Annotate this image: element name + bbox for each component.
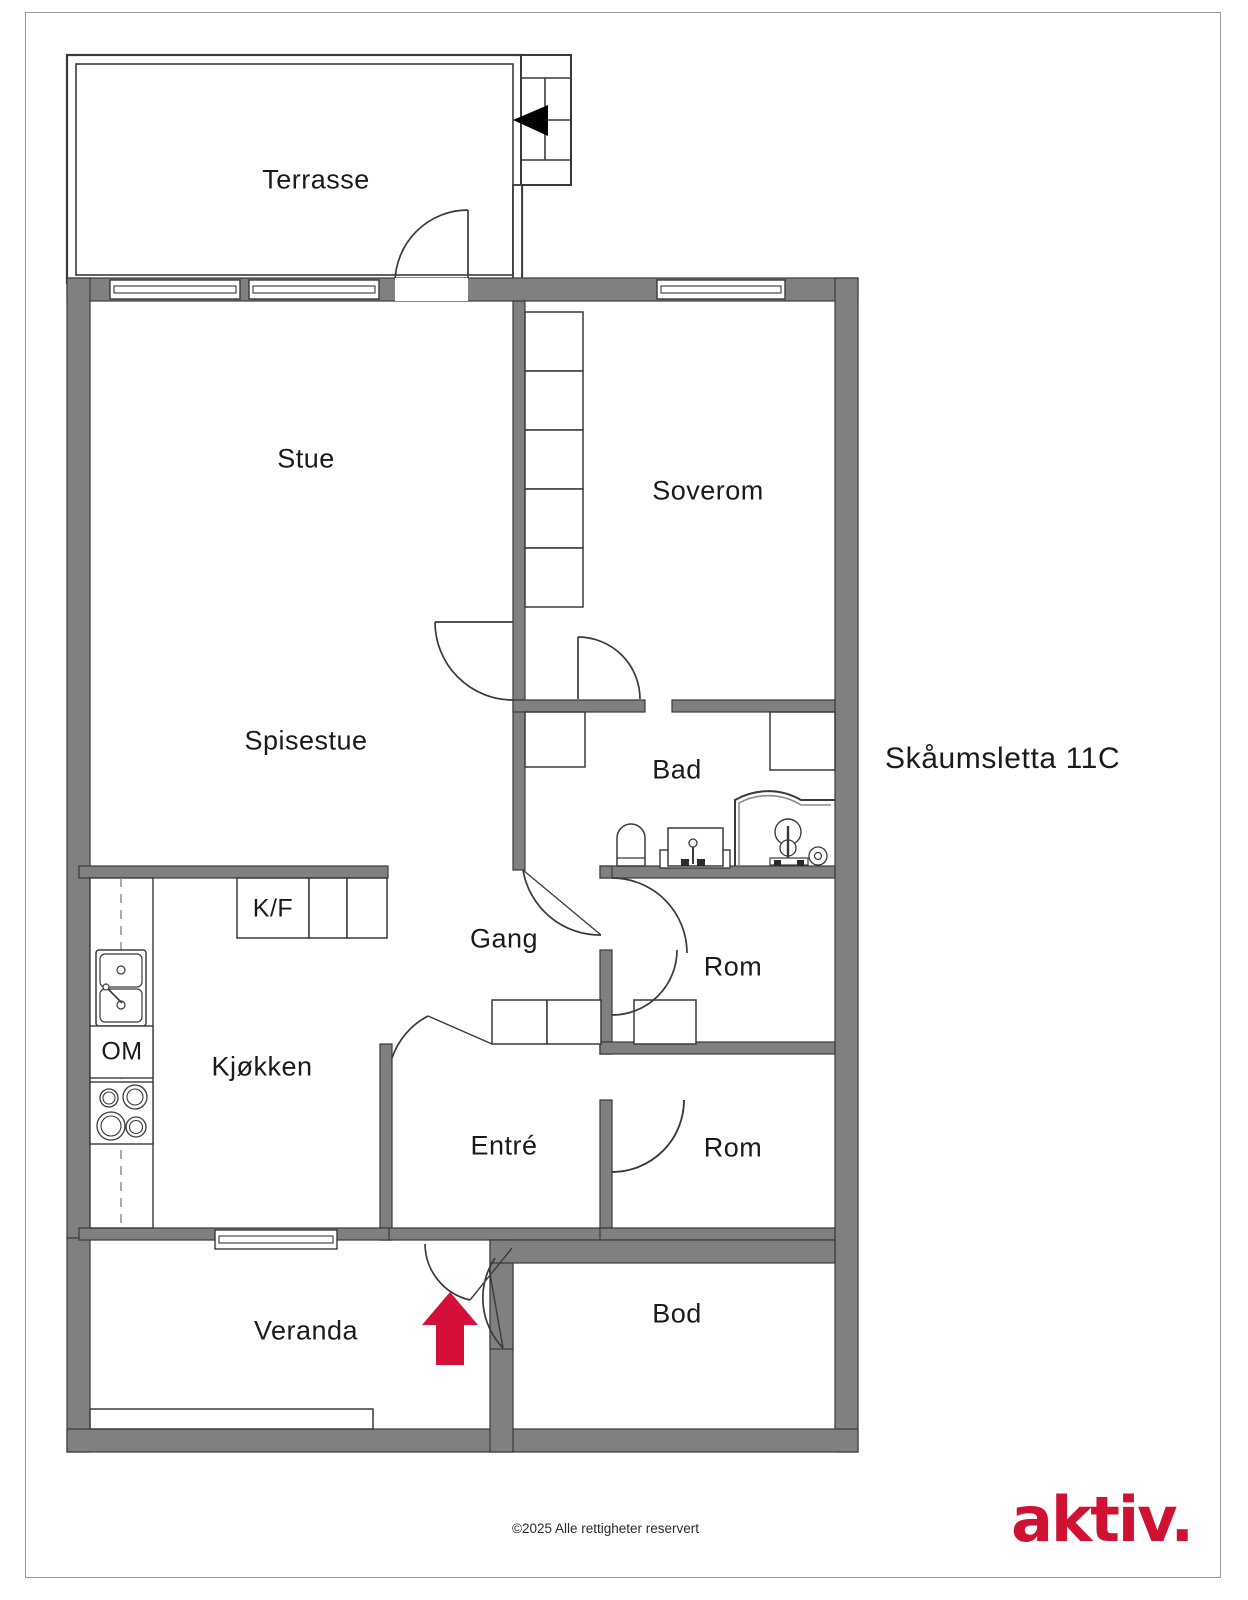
room-label-veranda: Veranda — [253, 1315, 359, 1346]
terrasse-outline — [65, 53, 572, 285]
sink-icon — [659, 827, 731, 869]
soverom-wardrobe — [524, 311, 584, 608]
room-label-soverom: Soverom — [652, 475, 764, 506]
room-label-rom-1: Rom — [703, 951, 763, 982]
stove-icon — [89, 1081, 154, 1145]
kitchen-sink-icon — [95, 949, 147, 1027]
window-kitchen-veranda — [214, 1229, 338, 1250]
room-label-gang: Gang — [469, 923, 539, 954]
room-label-terrasse: Terrasse — [262, 164, 370, 195]
address-title: Skåumsletta 11C — [885, 742, 1121, 775]
aktiv-logo: aktiv. — [1011, 1483, 1194, 1556]
bad-fixtures — [524, 711, 836, 869]
door-swings-rooms — [611, 949, 685, 1173]
room-label-stue: Stue — [277, 443, 335, 474]
interior-walls — [78, 300, 836, 1453]
room-label-spisestue: Spisestue — [244, 725, 368, 756]
room-label-kjokken: Kjøkken — [211, 1051, 313, 1082]
kitchen-fixtures — [89, 877, 388, 1229]
shower-icon — [734, 790, 835, 866]
copyright-notice: ©2025 Alle rettigheter reservert — [512, 1521, 700, 1536]
entrance-arrow-icon — [422, 1292, 478, 1365]
oven-microwave-label: OM — [101, 1037, 143, 1066]
veranda-sill — [89, 1408, 374, 1430]
terrasse-door-opening — [395, 278, 468, 301]
room-label-entre: Entré — [470, 1130, 538, 1161]
toilet-icon — [616, 823, 646, 867]
window-group-top — [109, 279, 786, 300]
fridge-freezer-label: K/F — [252, 894, 294, 923]
hall-cabinets — [491, 999, 697, 1045]
terrasse-door-swing — [394, 209, 469, 284]
room-label-bod: Bod — [652, 1298, 702, 1329]
room-label-bad: Bad — [652, 754, 702, 785]
room-label-rom-2: Rom — [703, 1132, 763, 1163]
stair-direction-triangle-icon — [513, 105, 548, 136]
